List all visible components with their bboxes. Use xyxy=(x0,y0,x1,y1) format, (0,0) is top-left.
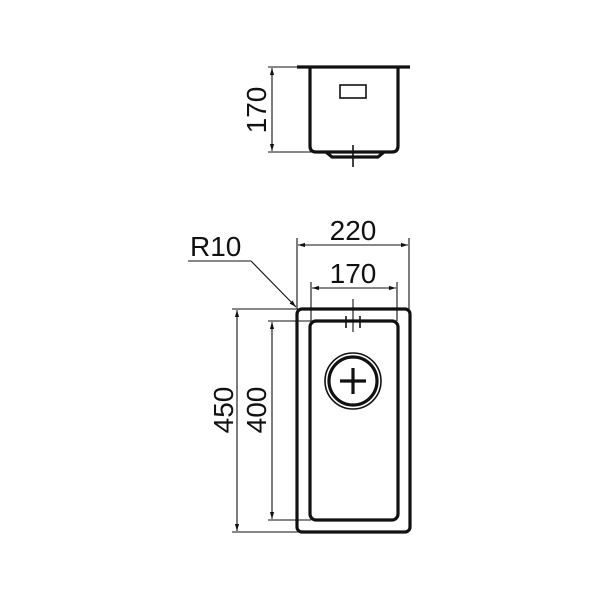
r10-leader-arrow xyxy=(250,260,297,308)
side-view: 170 xyxy=(241,65,410,167)
dim-400-text: 400 xyxy=(241,387,272,434)
outer-rim xyxy=(295,307,412,534)
side-bowl-outline xyxy=(308,67,400,154)
dim-170-text: 170 xyxy=(330,258,377,289)
side-depth-dim-text: 170 xyxy=(241,87,272,134)
drain-inner-ring xyxy=(327,355,379,407)
drain-outer-ring xyxy=(324,352,382,410)
overflow-slot xyxy=(339,84,367,99)
dim-450-text: 450 xyxy=(208,387,239,434)
inner-bowl xyxy=(308,319,400,522)
top-view: 220 170 450 400 R10 xyxy=(188,215,412,534)
dim-220-text: 220 xyxy=(330,215,377,246)
side-drain-base xyxy=(324,150,386,159)
r10-text: R10 xyxy=(190,231,241,262)
